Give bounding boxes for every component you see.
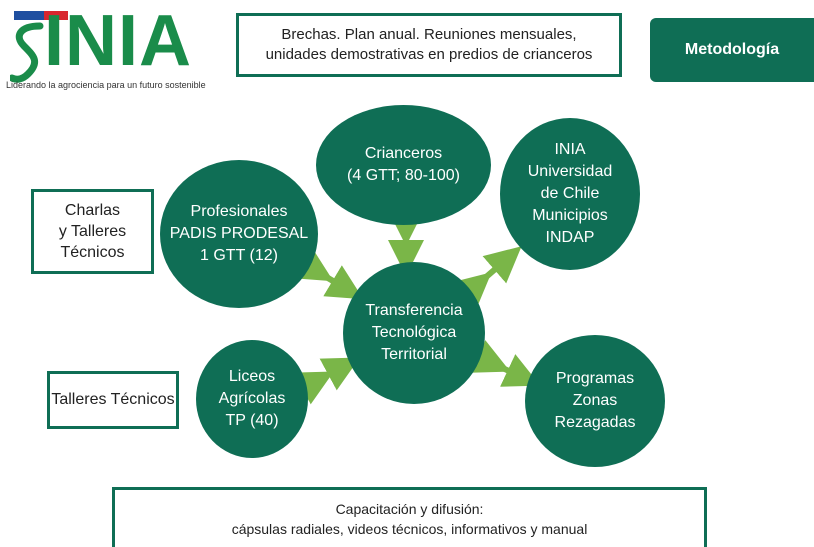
node-programas-line-3: Rezagadas <box>554 414 636 431</box>
node-programas-line-2: Zonas <box>572 392 618 409</box>
talks-line-2: y Talleres <box>58 223 127 240</box>
logo-wordmark: INIA <box>44 1 192 81</box>
node-center: Transferencia Tecnológica Territorial <box>343 262 485 404</box>
talks-line-1: Charlas <box>64 202 121 219</box>
node-profesionales-line-1: Profesionales <box>190 203 288 220</box>
arrow-profesionales <box>293 247 364 300</box>
node-liceos-line-2: Agrícolas <box>218 390 286 407</box>
node-institutions-line-2: Universidad <box>527 163 613 180</box>
node-institutions-line-3: de Chile <box>540 185 600 202</box>
node-profesionales-line-3: 1 GTT (12) <box>200 247 278 264</box>
node-institutions-line-4: Municipios <box>532 207 608 224</box>
arrow-liceos <box>293 357 360 405</box>
node-profesionales: Profesionales PADIS PRODESAL 1 GTT (12) <box>160 160 318 308</box>
footer-line-2: cápsulas radiales, videos técnicos, info… <box>231 520 588 537</box>
node-center-line-1: Transferencia <box>365 302 463 319</box>
node-institutions-line-5: INDAP <box>545 229 595 246</box>
node-center-line-2: Tecnológica <box>371 324 457 341</box>
summary-box: Brechas. Plan anual. Reuniones mensuales… <box>236 13 622 77</box>
talks-box: Charlas y Talleres Técnicos <box>31 189 154 274</box>
node-programas: Programas Zonas Rezagadas <box>525 335 665 467</box>
logo-flag-blue <box>14 11 44 20</box>
node-liceos-line-1: Liceos <box>228 368 276 385</box>
node-liceos-line-3: TP (40) <box>225 412 279 429</box>
logo-tagline: Liderando la agrociencia para un futuro … <box>6 80 206 90</box>
node-programas-line-1: Programas <box>555 370 635 387</box>
logo-flag-red <box>44 11 68 20</box>
node-crianceros-line-1: Crianceros <box>364 145 443 162</box>
talks-line-3: Técnicos <box>60 244 125 261</box>
node-liceos: Liceos Agrícolas TP (40) <box>196 340 308 458</box>
summary-line-2: unidades demostrativas en predios de cri… <box>265 46 593 63</box>
node-institutions: INIA Universidad de Chile Municipios IND… <box>500 118 640 270</box>
node-crianceros: Crianceros (4 GTT; 80-100) <box>316 105 491 225</box>
footer-box: Capacitación y difusión: cápsulas radial… <box>112 487 707 547</box>
arrow-programas <box>470 340 541 387</box>
workshops-box: Talleres Técnicos <box>47 371 179 429</box>
methodology-tab: Metodología <box>650 18 814 82</box>
logo-s-icon <box>10 22 44 83</box>
node-profesionales-line-2: PADIS PRODESAL <box>169 225 309 242</box>
summary-line-1: Brechas. Plan anual. Reuniones mensuales… <box>281 26 577 43</box>
workshops-label: Talleres Técnicos <box>51 391 175 408</box>
footer-line-1: Capacitación y difusión: <box>335 500 484 517</box>
node-institutions-line-1: INIA <box>554 141 586 158</box>
node-center-line-3: Territorial <box>381 346 447 363</box>
arrow-institutions <box>452 246 522 310</box>
node-crianceros-line-2: (4 GTT; 80-100) <box>347 167 460 184</box>
